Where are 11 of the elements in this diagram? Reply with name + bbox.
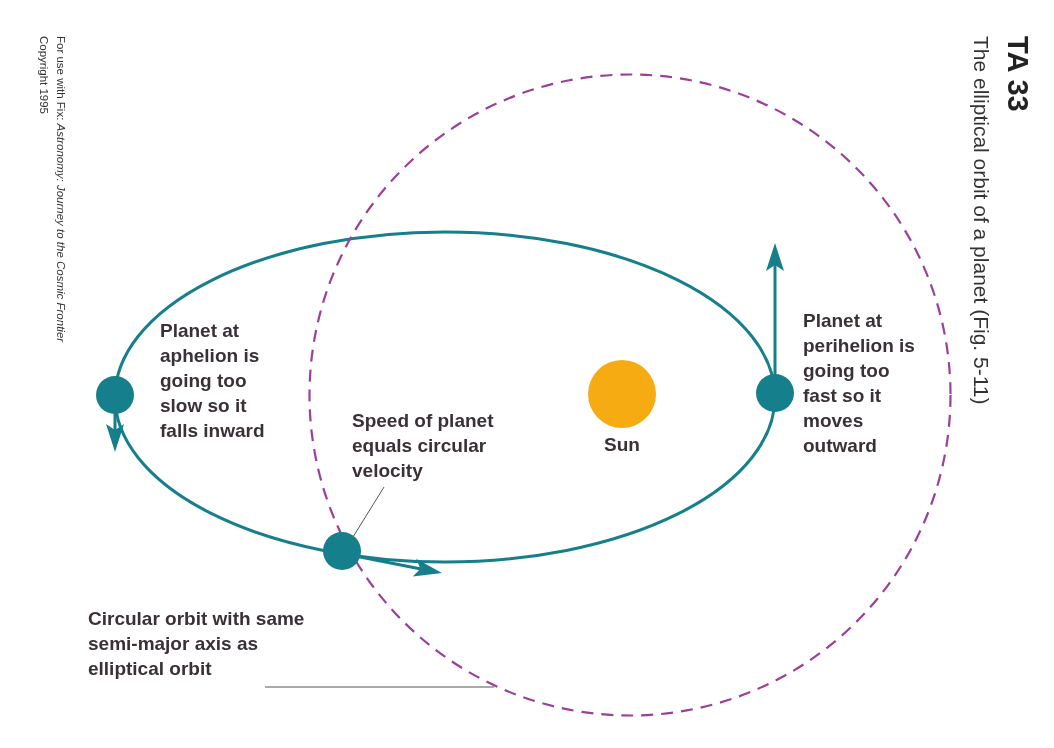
sun-label: Sun [603,434,641,456]
leader-line [353,486,385,537]
annotation-text: Speed of planet equals circular velocity [352,409,495,483]
credit-note: For use with Fix: Astronomy: Journey to the Cosmic Frontier [54,36,68,343]
copyright-note: Copyright 1995 [37,36,51,114]
subtitle: The elliptical orbit of a planet (Fig. 5-11) [969,36,994,405]
annotation-text: Planet at aphelion is going too slow so it falls inward [160,319,266,443]
leader-line [264,686,495,688]
annotation-text: Planet at perihelion is going too fast so it moves outward [803,309,916,458]
annotation-text: Circular orbit with same semi-major axis as elliptical orbit [88,607,306,681]
title: TA 33 [1002,36,1034,112]
